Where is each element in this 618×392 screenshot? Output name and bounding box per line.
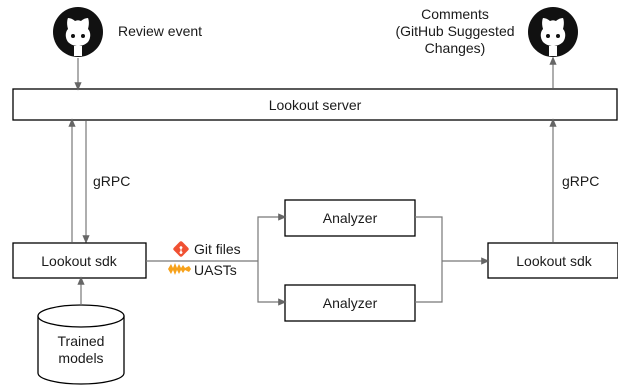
lookout-server-label: Lookout server bbox=[269, 97, 362, 113]
edge-split-to-analyzer-bottom bbox=[257, 261, 287, 306]
babelfish-icon bbox=[168, 263, 191, 275]
grpc-right-label: gRPC bbox=[562, 173, 599, 189]
review-event-label: Review event bbox=[118, 23, 202, 39]
uasts-label: UASTs bbox=[194, 262, 237, 278]
trained-models-label-line1: Trained bbox=[58, 333, 105, 349]
comments-label-line1: Comments bbox=[421, 6, 489, 22]
edge-split-to-analyzer-top bbox=[257, 213, 287, 261]
analyzer-bottom-box bbox=[284, 284, 416, 322]
comments-label-line2: (GitHub Suggested bbox=[395, 23, 514, 39]
trained-models-label-line2: models bbox=[58, 350, 103, 366]
comments-label-line3: Changes) bbox=[425, 40, 486, 56]
analyzer-top-box bbox=[284, 199, 416, 237]
trained-models-database bbox=[37, 304, 125, 385]
github-icon-right bbox=[528, 7, 578, 57]
edge-analyzer-bottom-to-merge bbox=[415, 261, 443, 303]
lookout-server-box bbox=[12, 88, 618, 121]
analyzer-bottom-label: Analyzer bbox=[323, 295, 378, 311]
analyzer-top-label: Analyzer bbox=[323, 210, 378, 226]
lookout-sdk-right-label: Lookout sdk bbox=[516, 253, 592, 269]
lookout-sdk-left-label: Lookout sdk bbox=[41, 253, 117, 269]
git-files-label: Git files bbox=[194, 241, 241, 257]
edge-analyzer-top-to-merge bbox=[415, 216, 443, 261]
grpc-left-label: gRPC bbox=[93, 173, 130, 189]
lookout-sdk-left-box bbox=[12, 242, 147, 279]
git-logo-icon bbox=[173, 241, 189, 257]
github-icon-left bbox=[53, 7, 103, 57]
